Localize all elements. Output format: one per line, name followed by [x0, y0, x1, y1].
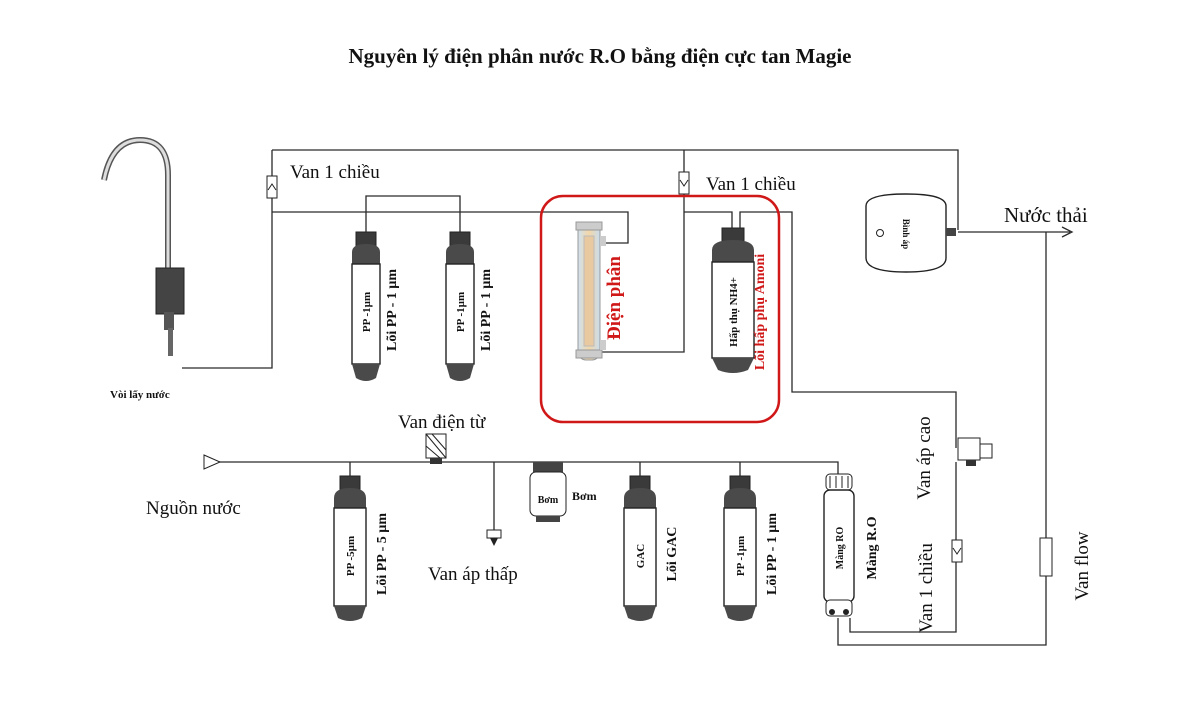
inlet-arrow-icon	[203, 454, 222, 470]
high-pressure-switch-icon	[957, 437, 993, 466]
filter-inner-label: GAC	[635, 544, 647, 569]
filter-inner-label: Hấp thụ NH4+	[728, 277, 740, 347]
low-pressure-switch-icon	[486, 529, 502, 546]
check-valve-icon	[951, 539, 963, 563]
check-valve-label-2: Van 1 chiều	[706, 174, 796, 195]
filter-inner-label: PP -5µm	[345, 536, 357, 576]
filter-outer-label: Lõi PP - 1 µm	[479, 269, 494, 351]
tank-inner-label: Bình áp	[901, 219, 911, 249]
filter-outer-label: Lõi hấp phụ Amoni	[753, 254, 768, 370]
check-valve-icon	[678, 171, 690, 195]
filter-outer-label: Màng R.O	[865, 516, 880, 579]
filter-pp-1: PP -1µm	[351, 231, 381, 381]
filter-pp-1-bottom: PP -1µm	[723, 475, 757, 621]
filter-inner-label: PP -1µm	[361, 292, 373, 332]
pump-icon: Bơm	[529, 462, 567, 522]
pressure-tank-icon: Bình áp	[865, 193, 956, 273]
filter-outer-label: Lõi PP - 1 µm	[765, 513, 780, 595]
check-valve-label-3: Van 1 chiều	[916, 543, 937, 633]
filter-gac: GAC	[623, 475, 657, 621]
pump-label: Bơm	[572, 489, 597, 503]
flow-valve-icon	[1039, 537, 1053, 577]
filter-outer-label: Lõi PP - 1 µm	[385, 269, 400, 351]
filter-pp-5: PP -5µm	[333, 475, 367, 621]
filter-amoni: Hấp thụ NH4+	[711, 227, 755, 373]
waste-water-label: Nước thải	[1004, 203, 1088, 227]
electrolysis-cell-icon	[575, 221, 606, 361]
electrolysis-highlight-box	[539, 194, 781, 424]
filter-outer-label: Lõi GAC	[665, 527, 680, 582]
solenoid-valve-label: Van điện từ	[398, 412, 486, 433]
ro-membrane-icon: Màng RO	[823, 473, 855, 617]
water-source-label: Nguồn nước	[146, 498, 241, 519]
piping	[182, 149, 1074, 646]
solenoid-valve-icon	[425, 433, 447, 464]
faucet-label: Vòi lấy nước	[110, 389, 170, 401]
filter-inner-label: PP -1µm	[455, 292, 467, 332]
diagram-title: Nguyên lý điện phân nước R.O bằng điện c…	[348, 44, 852, 68]
filter-outer-label: Lõi PP - 5 µm	[375, 513, 390, 595]
low-pressure-valve-label: Van áp thấp	[428, 564, 518, 585]
check-valve-icon	[266, 175, 278, 199]
filter-inner-label: PP -1µm	[735, 536, 747, 576]
pump-inner-label: Bơm	[538, 495, 559, 506]
flow-valve-label: Van flow	[1072, 531, 1093, 600]
check-valve-label-1: Van 1 chiều	[290, 162, 380, 183]
high-pressure-valve-label: Van áp cao	[914, 416, 935, 499]
faucet-icon	[101, 136, 185, 356]
filter-inner-label: Màng RO	[835, 527, 846, 570]
electrolysis-label: Điện phân	[604, 256, 625, 340]
filter-pp-2: PP -1µm	[445, 231, 475, 381]
